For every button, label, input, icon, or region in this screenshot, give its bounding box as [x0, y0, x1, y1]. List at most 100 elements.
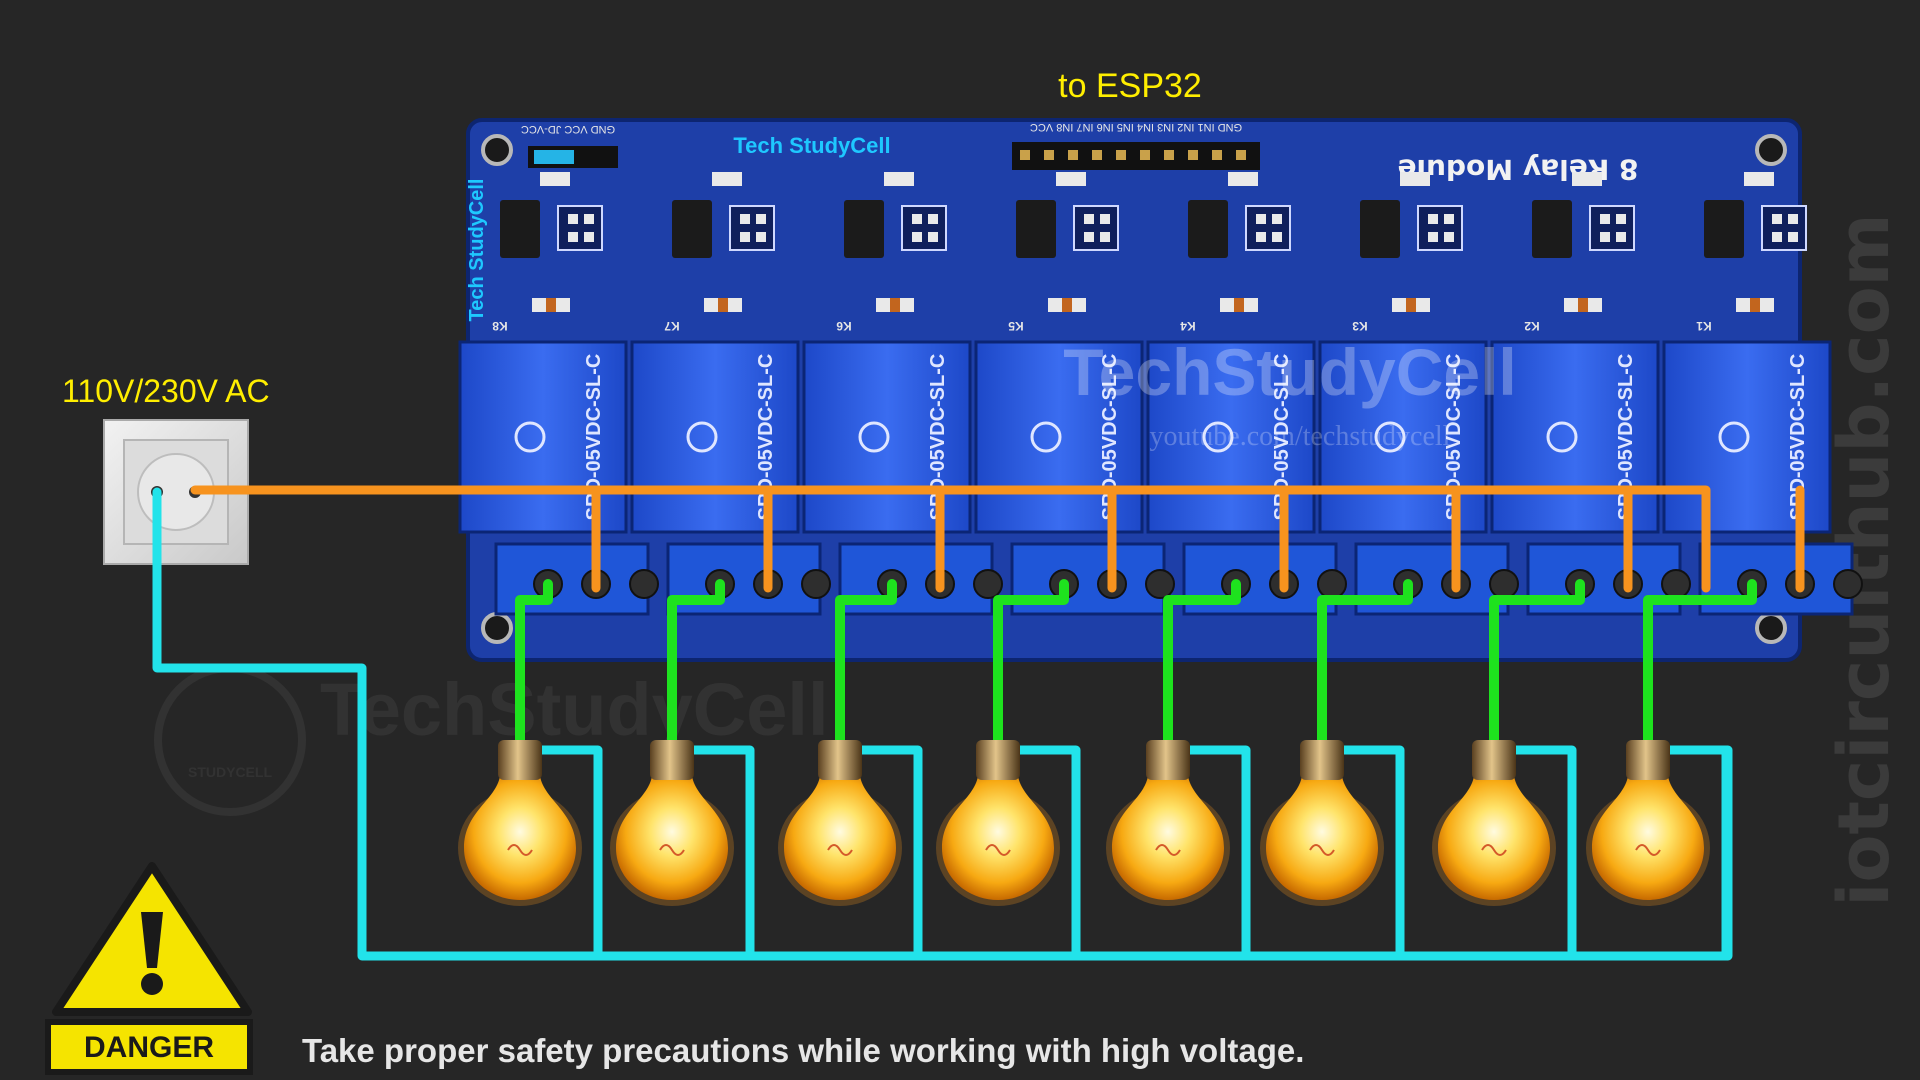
resistor-pack — [1589, 205, 1635, 251]
optocoupler — [500, 200, 540, 258]
relay-id-label: K2 — [1524, 319, 1540, 333]
led — [540, 172, 570, 186]
center-watermark: TechStudyCell — [1063, 335, 1517, 409]
smd-pad — [1256, 232, 1266, 242]
relay-id-label: K4 — [1180, 319, 1196, 333]
resistor-pack — [901, 205, 947, 251]
relay-marking: SRD-05VDC-SL-C — [1099, 354, 1121, 521]
load-wire — [515, 579, 553, 747]
relay-id-label: K1 — [1696, 319, 1712, 333]
smd-pad — [740, 232, 750, 242]
header-pin — [1068, 150, 1078, 160]
jumper-cap — [534, 150, 574, 164]
header-pin — [1020, 150, 1030, 160]
load-wire — [1317, 579, 1413, 747]
optocoupler — [1360, 200, 1400, 258]
diode-band — [1062, 298, 1072, 312]
led — [1056, 172, 1086, 186]
logo-watermark-text: STUDYCELL — [188, 764, 272, 780]
bulb-base — [818, 740, 862, 780]
light-bulb — [610, 740, 734, 906]
smd-pad — [1600, 232, 1610, 242]
load-wire — [993, 579, 1069, 747]
smd-pad — [1428, 232, 1438, 242]
terminal-screw — [973, 569, 1003, 599]
bulb-base — [976, 740, 1020, 780]
exclamation-icon — [141, 912, 163, 995]
ac-supply-label: 110V/230V AC — [62, 373, 270, 409]
diode-band — [718, 298, 728, 312]
optocoupler — [1188, 200, 1228, 258]
safety-note: Take proper safety precautions while wor… — [302, 1032, 1304, 1069]
led — [884, 172, 914, 186]
resistor-pack — [1417, 205, 1463, 251]
terminal-screw — [1661, 569, 1691, 599]
smd-pad — [1428, 214, 1438, 224]
smd-pad — [1772, 214, 1782, 224]
relay-cert-mark — [1718, 421, 1750, 453]
smd-pad — [1444, 214, 1454, 224]
header-pin — [1044, 150, 1054, 160]
diode-band — [1406, 298, 1416, 312]
bulb-glass — [1592, 776, 1704, 900]
bulb-base — [498, 740, 542, 780]
bulb-filament — [1155, 844, 1181, 856]
pin-row — [1020, 150, 1246, 160]
bulb-row — [458, 740, 1710, 906]
header-pin — [1140, 150, 1150, 160]
resistor-pack — [557, 205, 603, 251]
bulb-return-wire — [1179, 745, 1251, 961]
module-brand: Tech StudyCell — [733, 133, 890, 158]
resistor-pack — [1761, 205, 1807, 251]
bulb-return-wire — [851, 745, 923, 961]
relay-marking: SRD-05VDC-SL-C — [1787, 354, 1809, 521]
smd-pad — [740, 214, 750, 224]
bulb-return-wire — [1659, 745, 1731, 961]
bulb-return-wire — [683, 745, 755, 961]
smd-pad — [1616, 214, 1626, 224]
smd-pad — [756, 214, 766, 224]
terminal-screw — [1489, 569, 1519, 599]
bulb-return-wire — [1009, 745, 1081, 961]
relay-cert-mark — [1030, 421, 1062, 453]
header-pin — [1116, 150, 1126, 160]
bulb-glass — [942, 776, 1054, 900]
smd-pad — [1100, 232, 1110, 242]
bulb-glass — [784, 776, 896, 900]
lower-watermark-text: TechStudyCell — [320, 668, 829, 751]
header-pin — [1092, 150, 1102, 160]
light-bulb — [1260, 740, 1384, 906]
relay-cert-mark — [858, 421, 890, 453]
optocoupler — [1704, 200, 1744, 258]
mount-hole — [481, 134, 513, 166]
terminal-screw — [1317, 569, 1347, 599]
bulb-base — [1472, 740, 1516, 780]
lower-watermark: STUDYCELL TechStudyCell — [154, 664, 829, 816]
header-pin — [1212, 150, 1222, 160]
smd-pad — [912, 232, 922, 242]
smd-pad — [1084, 232, 1094, 242]
terminal-screw — [629, 569, 659, 599]
bulb-glass — [616, 776, 728, 900]
relay-marking: SRD-05VDC-SL-C — [1615, 354, 1637, 521]
relay-cert-mark — [1546, 421, 1578, 453]
smd-pad — [912, 214, 922, 224]
relay-id-label: K7 — [664, 319, 680, 333]
bulb-filament — [1635, 844, 1661, 856]
bulb-filament — [507, 844, 533, 856]
relay-id-label: K5 — [1008, 319, 1024, 333]
relay-cert-mark — [686, 421, 718, 453]
light-bulb — [1432, 740, 1556, 906]
smd-pad — [1256, 214, 1266, 224]
bulb-filament — [1481, 844, 1507, 856]
center-watermark-url: youtube.com/techstudycell — [1150, 421, 1451, 452]
light-bulb — [458, 740, 582, 906]
diode-band — [1578, 298, 1588, 312]
mount-hole — [1755, 612, 1787, 644]
relay-id-label: K3 — [1352, 319, 1368, 333]
diode-band — [1750, 298, 1760, 312]
load-wire — [1163, 579, 1241, 747]
logo-watermark-circle — [154, 664, 306, 816]
smd-pad — [568, 232, 578, 242]
danger-sign: DANGER — [45, 862, 253, 1075]
